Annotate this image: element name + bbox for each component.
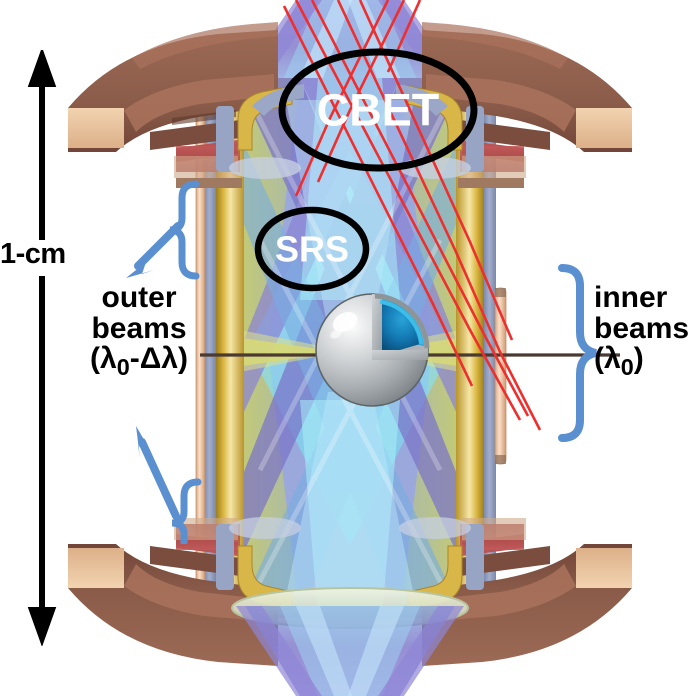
arrow-upper-left [126, 222, 182, 278]
arrow-lower-left [136, 426, 180, 520]
inner-beams-label: inner beams (λ0) [594, 281, 700, 381]
scale-arrow [27, 50, 57, 646]
inner-beams-line1: inner [594, 281, 668, 314]
brace-right [558, 264, 597, 442]
inner-beams-wavelength: (λ0) [594, 342, 644, 381]
laser-entrance-hole-assembly-bottom [68, 517, 632, 666]
hohlraum-wall-left [195, 70, 244, 626]
scale-label: 1-cm [0, 238, 66, 270]
outer-beams-label: outer beams (λ0-Δλ) [56, 281, 222, 381]
pointer-group-upper-left [126, 180, 200, 280]
outer-beams-wavelength: (λ0-Δλ) [90, 342, 188, 381]
srs-label: SRS [275, 229, 349, 270]
laser-cone-bottom-external [236, 606, 464, 696]
cbet-annotation[interactable]: CBET [278, 48, 478, 172]
laser-entrance-hole-assembly-top [68, 22, 632, 188]
inner-beams-line2: beams [594, 311, 690, 345]
srs-annotation[interactable]: SRS [254, 206, 370, 292]
fusion-capsule [200, 293, 620, 414]
outer-beams-line2: beams [91, 311, 187, 345]
cbet-red-rays [282, 0, 542, 431]
brace-lower-left [171, 478, 202, 544]
outer-beams-line1: outer [101, 281, 177, 314]
pointer-group-right [558, 264, 597, 442]
cbet-label: CBET [317, 85, 440, 136]
pointer-group-lower-left [136, 426, 202, 544]
srs-ellipse-outline [254, 206, 370, 292]
cbet-ellipse-outline [278, 48, 478, 172]
